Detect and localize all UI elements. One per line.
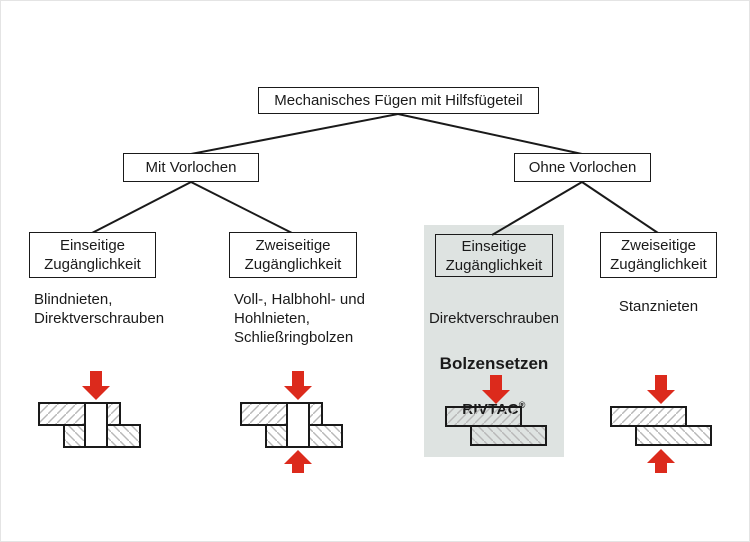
connector-mit-zweiseitig [190, 181, 293, 234]
plate-top [445, 406, 522, 427]
press-arrow-down-icon [82, 386, 110, 400]
methods-column-1: Blindnieten, Direktverschrauben [34, 291, 165, 327]
plate-top [610, 406, 687, 427]
connector-mit-einseitig [91, 181, 192, 234]
branch-mit-vorlochen: Mit Vorlochen [123, 153, 259, 182]
press-arrow-down-icon [655, 375, 667, 390]
leaf-zweiseitige-mit-vorlochen: Zweiseitige Zugänglichkeit [229, 232, 357, 278]
joint-illustration-predrilled-one-sided [38, 371, 141, 448]
press-arrow-down-icon [482, 390, 510, 404]
branch-ohne-vorlochen: Ohne Vorlochen [514, 153, 651, 182]
leaf-einseitige-mit-vorlochen: Einseitige Zugänglichkeit [29, 232, 156, 278]
registered-trademark-symbol: ® [518, 400, 526, 410]
press-arrow-up-icon [284, 450, 312, 464]
joint-illustration-nohole-two-sided [610, 375, 712, 473]
connector-ohne-zweiseitig [581, 181, 659, 234]
press-arrow-down-icon [284, 386, 312, 400]
branch-label: Mit Vorlochen [145, 159, 237, 176]
leaf-label: Einseitige Zugänglichkeit [445, 237, 543, 274]
joint-illustration-nohole-one-sided [445, 375, 547, 446]
leaf-einseitige-ohne-vorlochen-highlighted: Einseitige Zugänglichkeit [435, 234, 553, 277]
press-arrow-up-icon [292, 464, 304, 473]
predrilled-hole [84, 402, 108, 448]
plate-bottom [470, 425, 547, 446]
press-arrow-down-icon [90, 371, 102, 386]
press-arrow-up-icon [655, 463, 667, 473]
connector-ohne-einseitig [491, 181, 583, 236]
leaf-label: Einseitige Zugänglichkeit [44, 237, 141, 273]
predrilled-hole [286, 402, 310, 448]
leaf-label: Zweiseitige Zugänglichkeit [244, 237, 342, 273]
root-node: Mechanisches Fügen mit Hilfsfügeteil [258, 87, 539, 114]
method-direktverschrauben: Direktverschrauben [428, 310, 560, 327]
connector-root-ohne [397, 113, 583, 155]
leaf-zweiseitige-ohne-vorlochen: Zweiseitige Zugänglichkeit [600, 232, 717, 278]
root-node-label: Mechanisches Fügen mit Hilfsfügeteil [274, 92, 523, 109]
methods-column-2: Voll-, Halbhohl- und Hohlnieten, Schließ… [234, 291, 365, 346]
joint-illustration-predrilled-two-sided [240, 371, 343, 473]
leaf-label: Zweiseitige Zugänglichkeit [610, 237, 707, 273]
press-arrow-down-icon [647, 390, 675, 404]
press-arrow-down-icon [292, 371, 304, 386]
connector-root-mit [190, 113, 399, 155]
branch-label: Ohne Vorlochen [528, 159, 637, 176]
methods-column-4: Stanznieten [618, 298, 699, 315]
plate-bottom [635, 425, 712, 446]
method-bolzensetzen: Bolzensetzen [439, 354, 549, 373]
press-arrow-down-icon [490, 375, 502, 390]
press-arrow-up-icon [647, 449, 675, 463]
